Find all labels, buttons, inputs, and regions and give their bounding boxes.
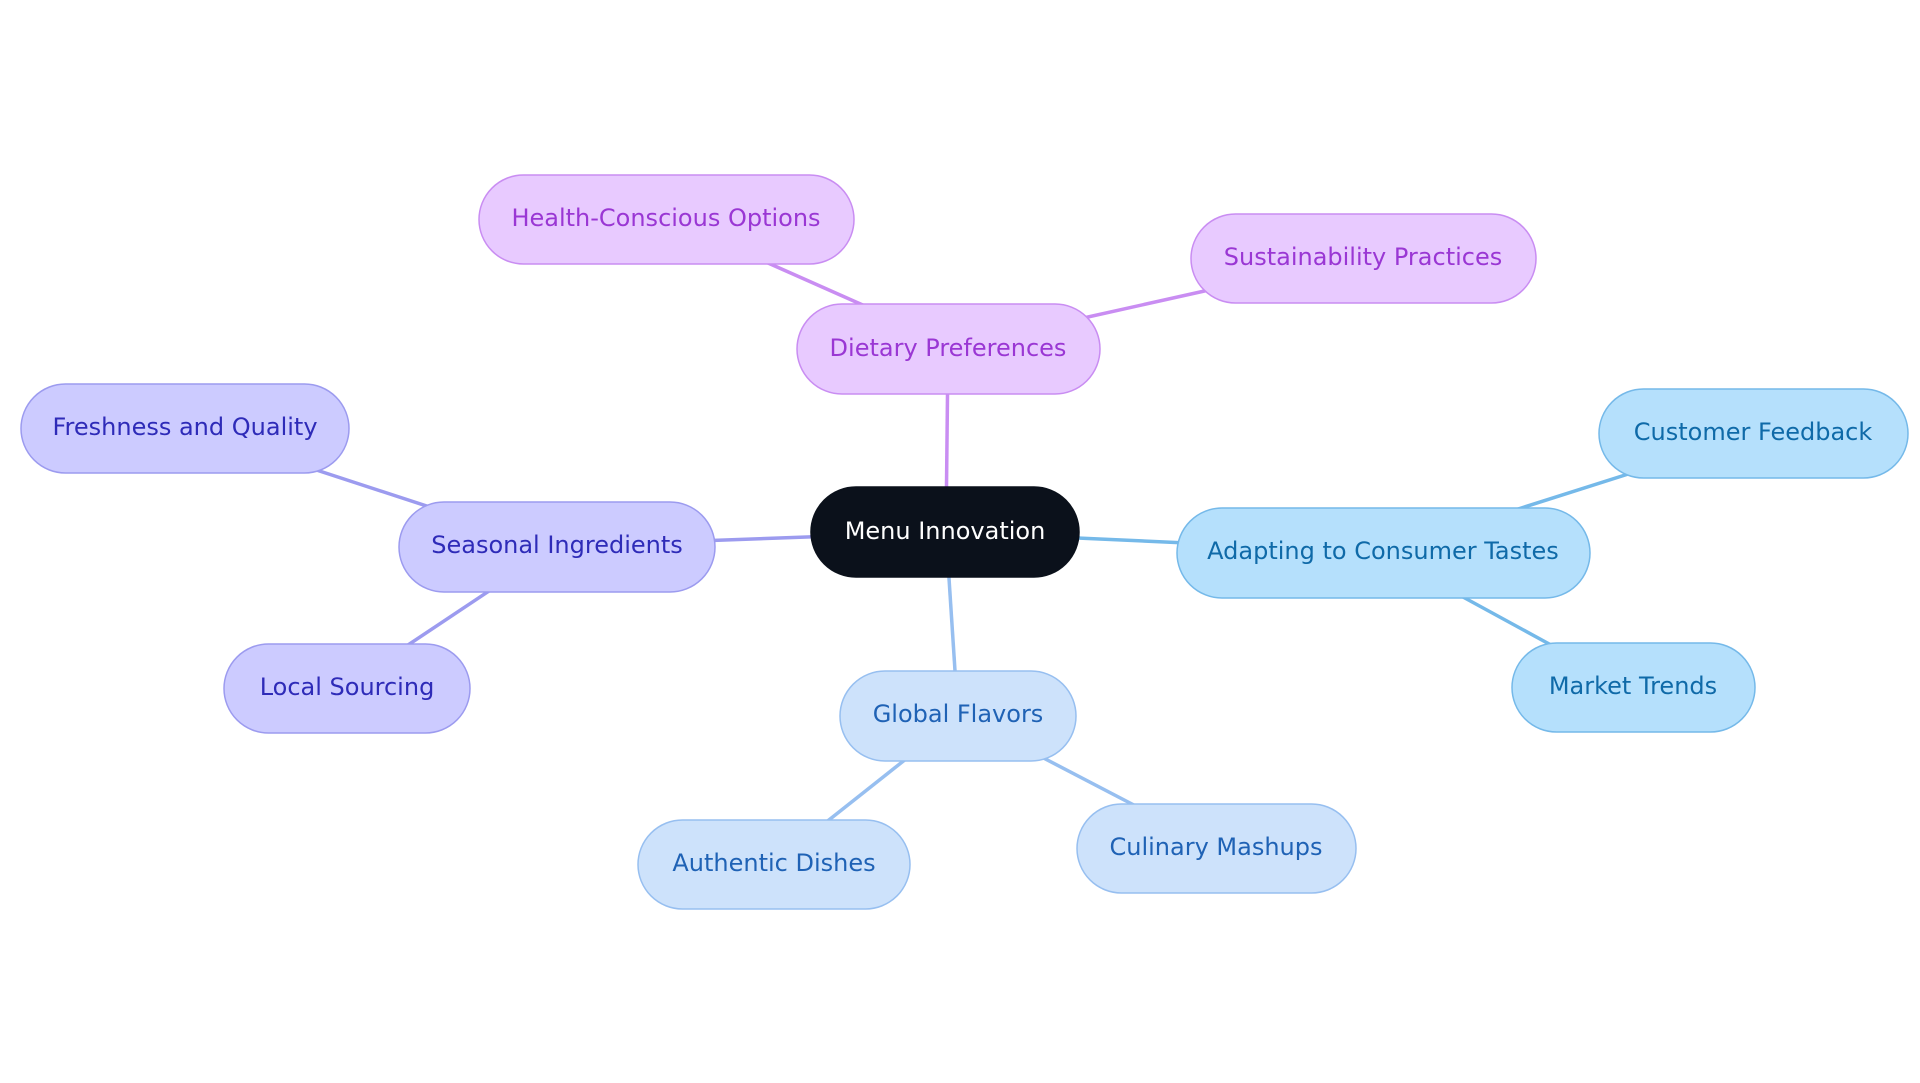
root-node[interactable]: Menu Innovation <box>810 486 1080 578</box>
edge-global-authentic <box>813 753 913 833</box>
node-dietary-preferences-label: Dietary Preferences <box>830 334 1067 362</box>
node-customer-feedback[interactable]: Customer Feedback <box>1598 388 1909 479</box>
node-customer-feedback-box <box>1598 388 1909 479</box>
node-health-conscious-options[interactable]: Health-Conscious Options <box>478 174 855 265</box>
root-node-label: Menu Innovation <box>845 517 1046 545</box>
node-seasonal-ingredients-label: Seasonal Ingredients <box>431 531 683 559</box>
node-global-flavors-label: Global Flavors <box>873 700 1044 728</box>
node-customer-feedback-label: Customer Feedback <box>1634 418 1873 446</box>
edge-dietary-sustainability <box>1069 288 1210 323</box>
node-adapting-to-consumer-tastes[interactable]: Adapting to Consumer Tastes <box>1176 507 1591 599</box>
node-authentic-dishes[interactable]: Authentic Dishes <box>637 819 911 910</box>
node-local-sourcing[interactable]: Local Sourcing <box>223 643 471 734</box>
node-market-trends-box <box>1511 642 1756 733</box>
node-authentic-dishes-label: Authentic Dishes <box>672 849 875 877</box>
edge-adapting-customer-feedback <box>1514 467 1645 512</box>
edge-dietary-health-conscious <box>758 257 875 312</box>
node-freshness-and-quality-box <box>20 383 350 474</box>
node-culinary-mashups-label: Culinary Mashups <box>1110 833 1323 861</box>
nodes: Menu Innovation Dietary Preferences Heal… <box>20 174 1909 910</box>
node-sustainability-practices-label: Sustainability Practices <box>1224 243 1503 271</box>
node-adapting-to-consumer-tastes-box <box>1176 507 1591 599</box>
node-freshness-and-quality[interactable]: Freshness and Quality <box>20 383 350 474</box>
node-seasonal-ingredients-box <box>398 501 716 593</box>
edge-adapting-market-trends <box>1451 589 1563 653</box>
node-health-conscious-options-box <box>478 174 855 265</box>
node-authentic-dishes-box <box>637 819 911 910</box>
node-sustainability-practices-box <box>1190 213 1537 304</box>
node-seasonal-ingredients[interactable]: Seasonal Ingredients <box>398 501 716 593</box>
node-health-conscious-options-label: Health-Conscious Options <box>511 204 820 232</box>
node-dietary-preferences-box <box>796 303 1101 395</box>
node-culinary-mashups[interactable]: Culinary Mashups <box>1076 803 1357 894</box>
edge-seasonal-freshness <box>294 461 446 514</box>
node-local-sourcing-box <box>223 643 471 734</box>
node-sustainability-practices[interactable]: Sustainability Practices <box>1190 213 1537 304</box>
node-market-trends-label: Market Trends <box>1549 672 1717 700</box>
node-global-flavors[interactable]: Global Flavors <box>839 670 1077 762</box>
root-node-box <box>810 486 1080 578</box>
node-market-trends[interactable]: Market Trends <box>1511 642 1756 733</box>
node-culinary-mashups-box <box>1076 803 1357 894</box>
node-freshness-and-quality-label: Freshness and Quality <box>52 413 317 441</box>
node-global-flavors-box <box>839 670 1077 762</box>
node-local-sourcing-label: Local Sourcing <box>260 673 435 701</box>
node-adapting-to-consumer-tastes-label: Adapting to Consumer Tastes <box>1207 537 1559 565</box>
node-dietary-preferences[interactable]: Dietary Preferences <box>796 303 1101 395</box>
